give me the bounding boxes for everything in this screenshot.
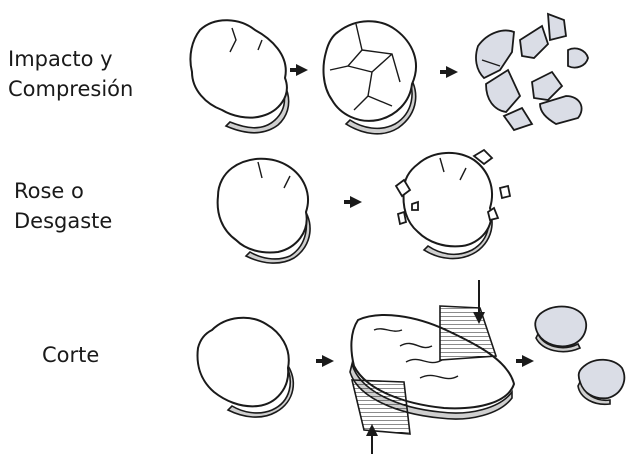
upper-cutting-blade: [440, 306, 496, 360]
rock-intact: [190, 20, 288, 132]
cut-pieces: [535, 307, 624, 405]
arrow-3: [344, 196, 362, 208]
lower-cutting-blade: [352, 380, 410, 434]
rock-fragments: [476, 14, 588, 130]
rock-intact-2: [218, 159, 310, 263]
arrow-4: [316, 355, 334, 367]
arrow-5: [516, 355, 534, 367]
rock-cracked: [324, 21, 417, 134]
row-impact-compression: [190, 14, 588, 134]
rock-intact-3: [198, 318, 294, 417]
row-abrasion-wear: [218, 150, 510, 263]
arrow-2: [440, 66, 458, 78]
arrow-1: [290, 64, 308, 76]
row-cutting: [198, 280, 625, 454]
